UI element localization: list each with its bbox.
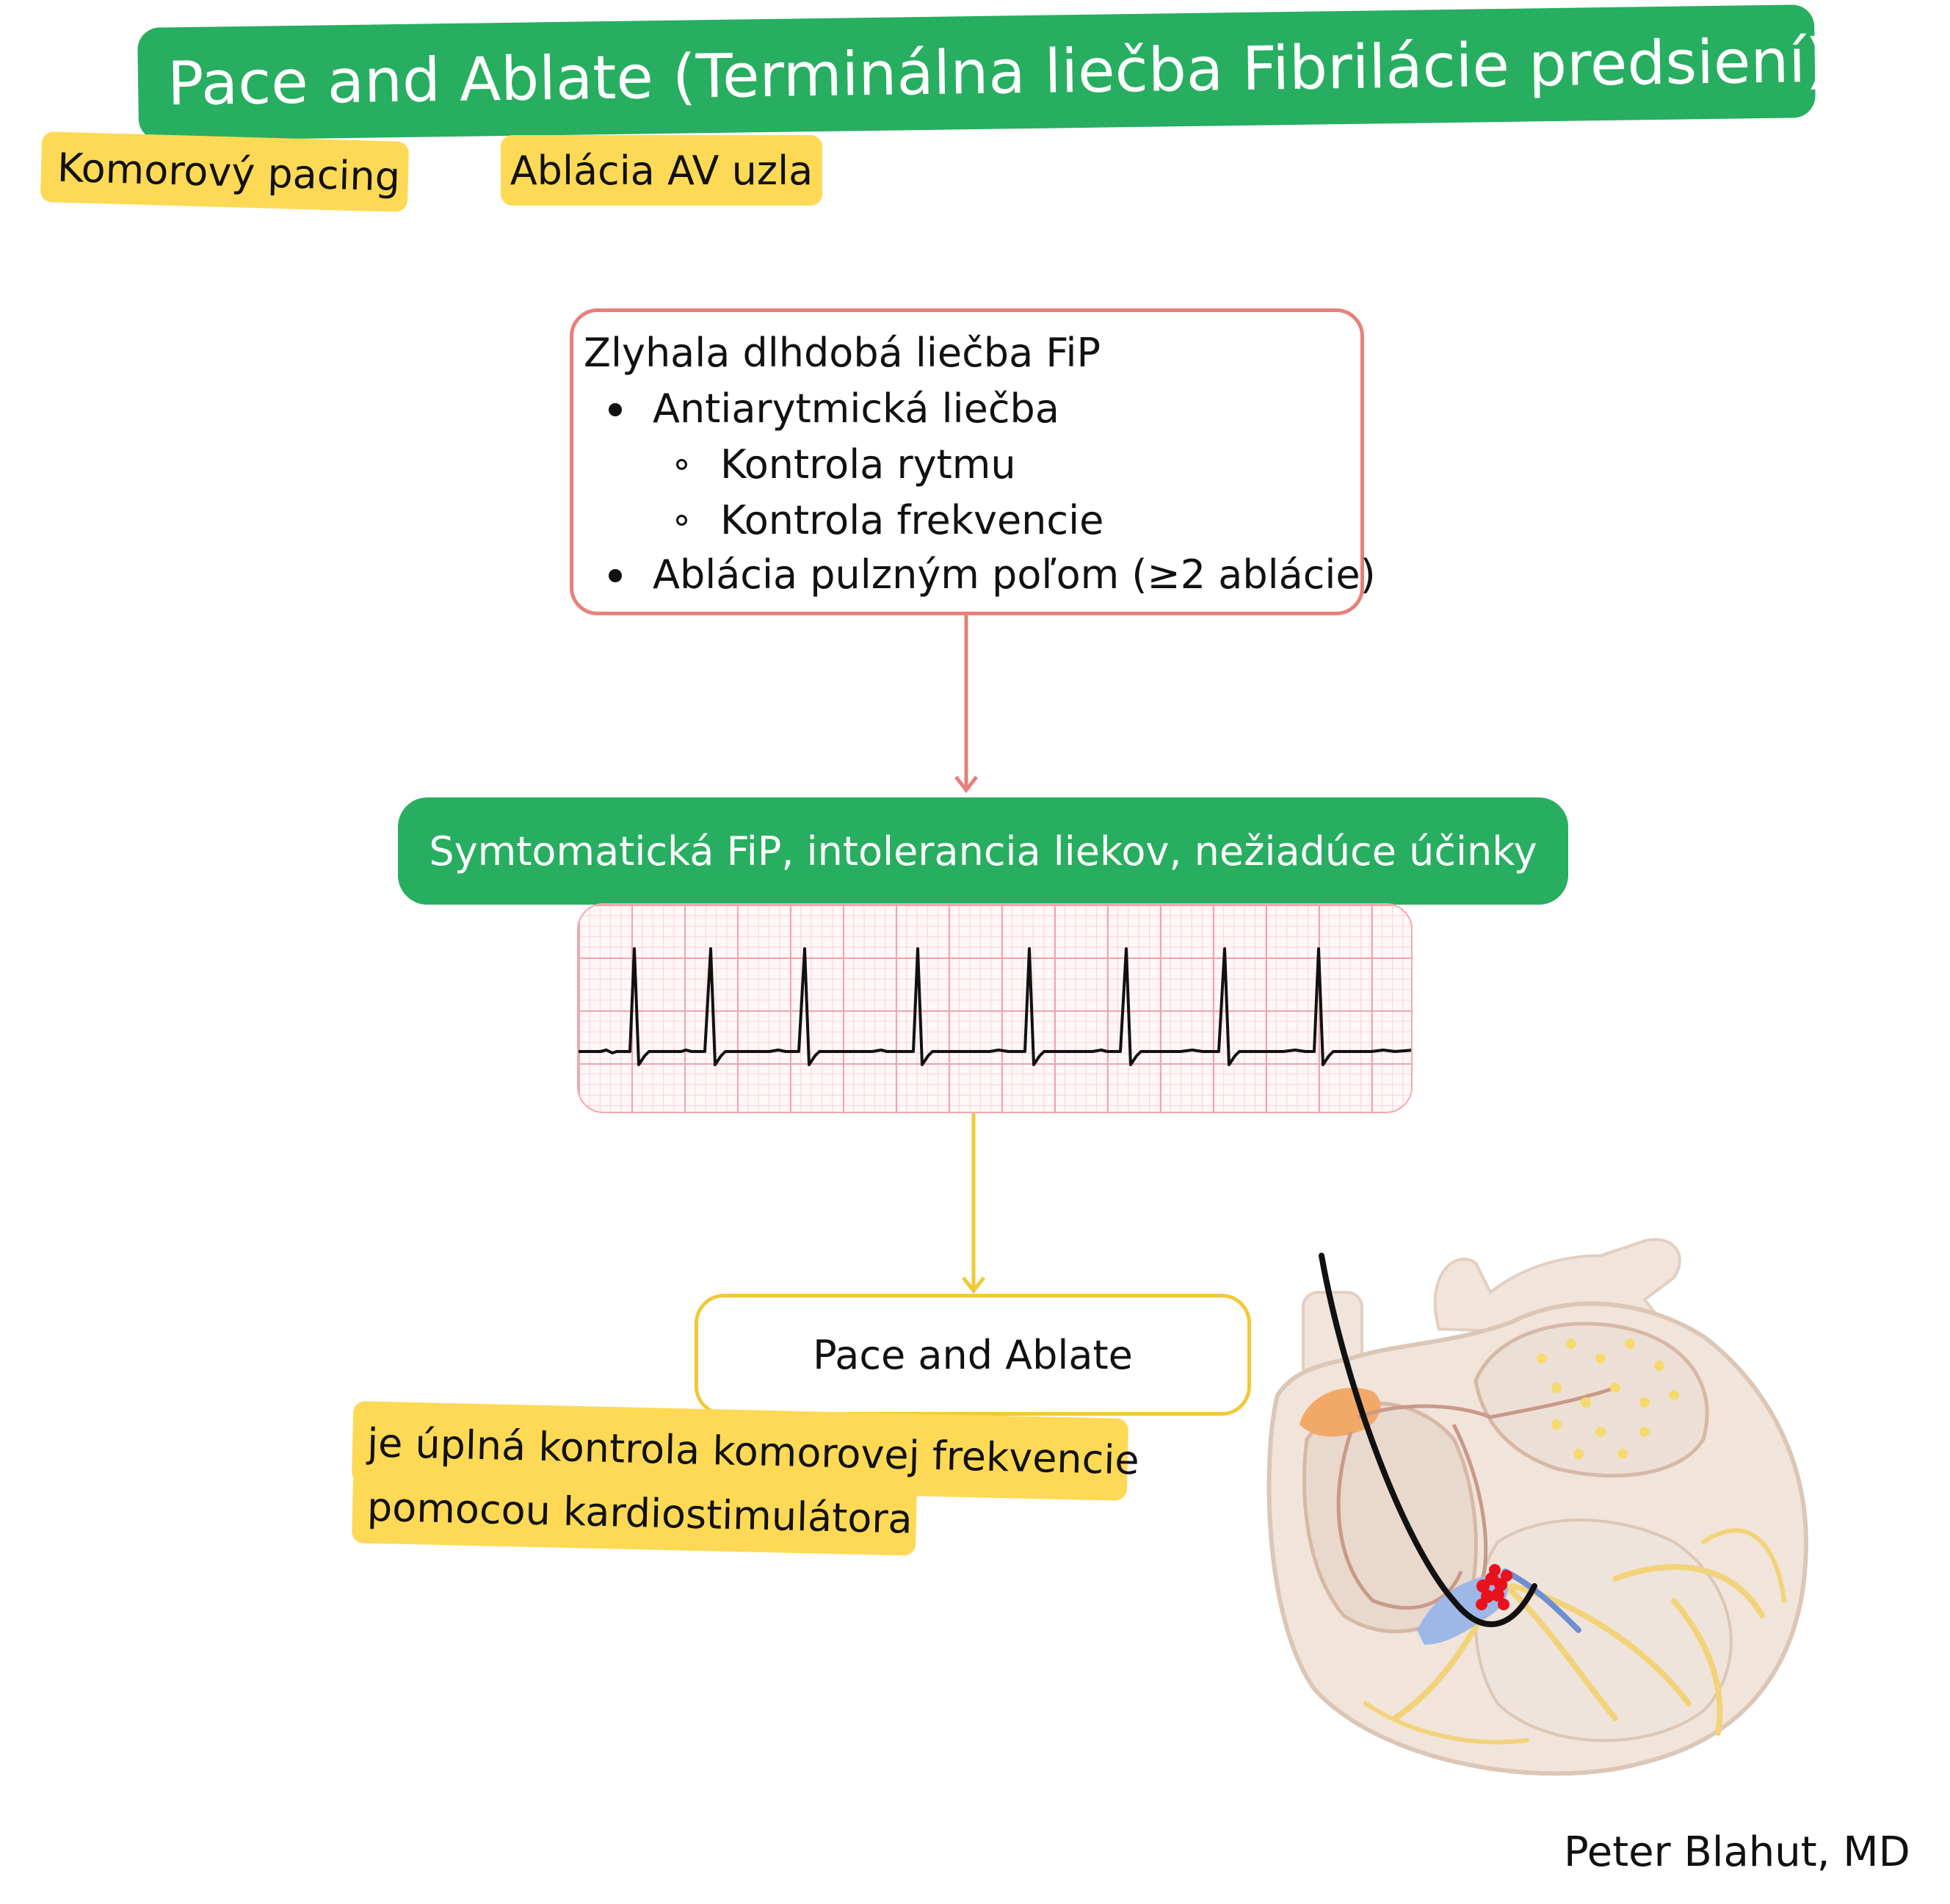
- list-item-pfa: Ablácia pulzným poľom (≥2 ablácie): [653, 551, 1376, 598]
- ablation-catheter: [1319, 1253, 1537, 1627]
- symptom-banner: Symtomatická FiP, intolerancia liekov, n…: [398, 797, 1568, 905]
- ecg-waveform: [579, 947, 1411, 1066]
- ecg-strip: [577, 903, 1413, 1113]
- tag-av-node-ablation-label: Ablácia AV uzla: [510, 147, 813, 194]
- tag-ventricular-pacing-label: Komorový pacing: [57, 144, 401, 200]
- author-credit: Peter Blahut, MD: [1564, 1828, 1910, 1876]
- bullet-disc: [609, 569, 622, 582]
- symptom-label: Symtomatická FiP, intolerancia liekov, n…: [429, 828, 1537, 875]
- bullet-circle: [676, 459, 687, 470]
- pace-and-ablate-box: Pace and Ablate: [695, 1294, 1251, 1416]
- bullet-disc: [609, 403, 622, 416]
- list-subitem-rate-control: Kontrola frekvencie: [720, 497, 1104, 543]
- heart-illustration: [1266, 1238, 1809, 1776]
- failed-therapy-box: Zlyhala dlhdobá liečba FiP Antiarytmická…: [570, 308, 1376, 615]
- atrial-fibrillation-stars: [1537, 1339, 1679, 1459]
- ecg-trace: [579, 947, 1411, 1066]
- explanation-tag-line2: pomocou kardiostimulátora: [351, 1469, 918, 1556]
- list-subitem-rhythm-control: Kontrola rytmu: [720, 441, 1016, 488]
- explanation-line2: pomocou kardiostimulátora: [366, 1483, 913, 1543]
- bullet-circle: [676, 515, 687, 526]
- list-item-antiarrhythmic: Antiarytmická liečba: [653, 385, 1059, 432]
- arrow-ecg-to-pace: [962, 1113, 985, 1295]
- tag-av-node-ablation: Ablácia AV uzla: [501, 135, 822, 206]
- pace-and-ablate-label: Pace and Ablate: [813, 1331, 1133, 1378]
- page-title: Pace and Ablate (Terminálna liečba Fibri…: [167, 26, 1830, 119]
- failed-therapy-title: Zlyhala dlhdobá liečba FiP: [584, 330, 1101, 376]
- arrow-failed-to-symptom: [954, 615, 978, 794]
- ablation-lesions: [1476, 1564, 1512, 1610]
- title-banner: Pace and Ablate (Terminálna liečba Fibri…: [137, 4, 1830, 141]
- tag-ventricular-pacing: Komorový pacing: [40, 131, 410, 212]
